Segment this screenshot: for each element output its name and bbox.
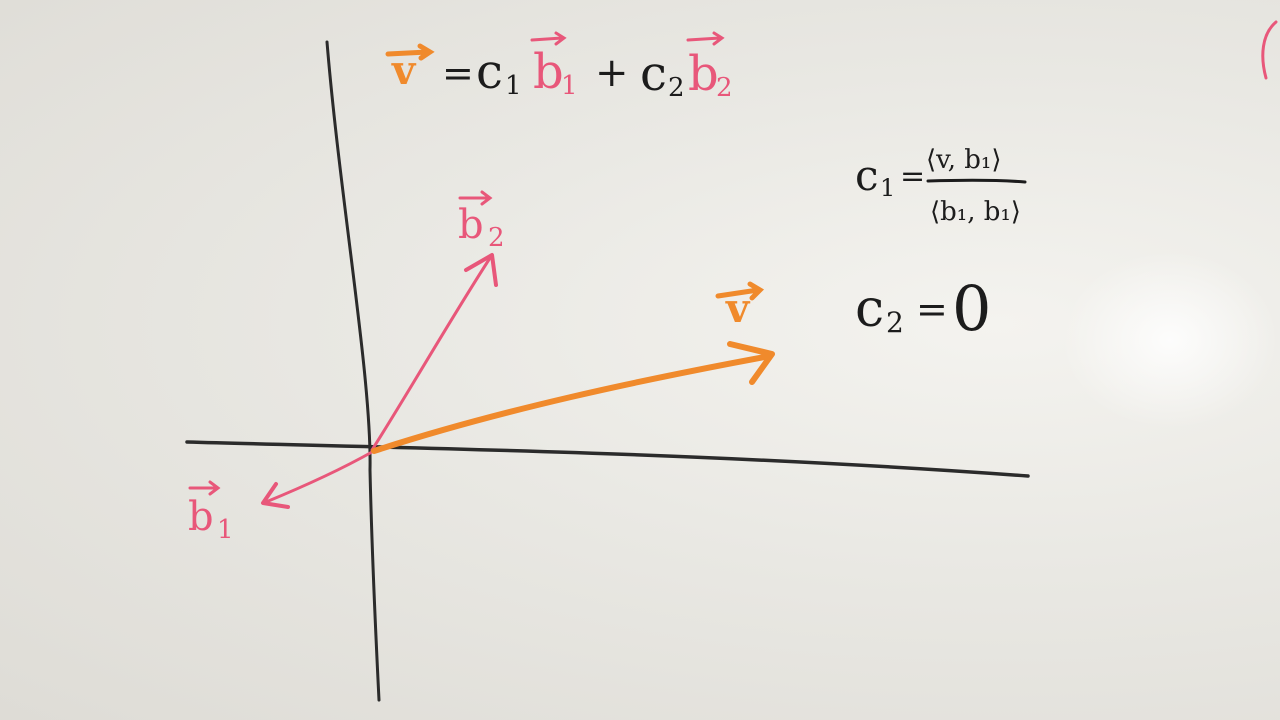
c1-fraction-bar (926, 178, 1027, 184)
eq-v-arrow-icon (385, 43, 435, 61)
eq-c1: c (476, 44, 503, 100)
eq-b1-sub: 1 (561, 71, 578, 101)
c1-formula-denominator: ⟨b₁, b₁⟩ (930, 197, 1021, 227)
eq-plus: + (595, 50, 629, 96)
label-b2-letter: b (458, 202, 484, 248)
equation-top: v = c 1 b 1 + c 2 b 2 (385, 31, 733, 103)
c2-formula-value: 0 (952, 272, 991, 345)
vector-v-line (371, 353, 773, 454)
vector-b2-arrowhead (464, 253, 498, 287)
label-b1: b 1 (188, 480, 234, 545)
vector-b1-arrowhead (261, 482, 290, 509)
label-b2: b 2 (458, 190, 505, 253)
eq-c2-sub: 2 (668, 73, 685, 103)
eq-b2-sub: 2 (716, 73, 733, 103)
vector-b2-line (370, 256, 492, 452)
edge-pink-mark (1261, 20, 1278, 80)
label-b2-subscript: 2 (488, 223, 505, 253)
label-b2-arrow-icon (458, 190, 493, 206)
eq-c1-sub: 1 (505, 71, 522, 101)
c1-formula-equals: = (900, 159, 925, 194)
y-axis (325, 40, 381, 702)
eq-b1-arrow-icon (530, 31, 567, 46)
eq-b1: b (533, 44, 564, 100)
label-v: v (715, 281, 765, 332)
c1-formula-numerator: ⟨v, b₁⟩ (926, 145, 1002, 175)
c2-formula-equals: = (916, 287, 948, 331)
vector-v-arrowhead (727, 341, 775, 385)
label-b1-letter: b (188, 494, 214, 540)
c2-formula-c: c (855, 279, 884, 339)
c2-formula: c 2 = 0 (855, 272, 991, 345)
eq-c2: c (640, 46, 667, 102)
label-b1-arrow-icon (188, 480, 221, 496)
c1-formula-c: c (855, 151, 879, 200)
x-axis (185, 440, 1030, 478)
c1-formula: c 1 = ⟨v, b₁⟩ ⟨b₁, b₁⟩ (855, 145, 1027, 227)
eq-b2: b (688, 46, 719, 102)
label-v-arrow-icon (715, 281, 765, 301)
c2-formula-sub: 2 (886, 306, 904, 339)
eq-v: v (391, 47, 417, 94)
label-b1-subscript: 1 (217, 515, 234, 545)
eq-equals: = (442, 51, 474, 95)
c1-formula-sub: 1 (880, 174, 895, 202)
whiteboard-glare (1060, 250, 1280, 430)
label-v-letter: v (725, 285, 751, 332)
vector-b1-line (264, 450, 374, 504)
eq-b2-arrow-icon (686, 31, 725, 46)
